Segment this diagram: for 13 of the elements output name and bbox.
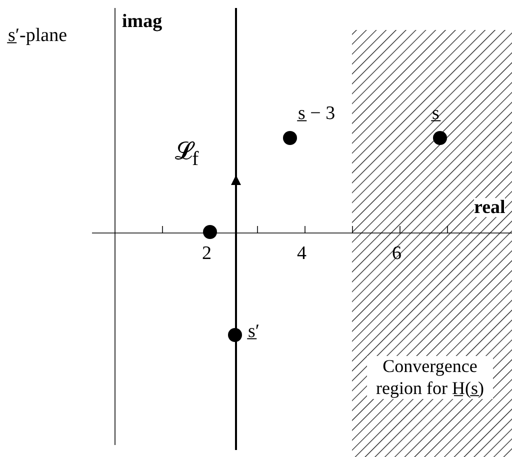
- point-label: s̲ − 3: [298, 104, 336, 123]
- axis-label: real: [474, 198, 506, 217]
- region-label: Convergence region for H̲(s̲): [367, 356, 493, 400]
- point-dot: [283, 131, 297, 145]
- point-dot: [228, 328, 242, 342]
- tick-label: 2: [202, 244, 212, 263]
- plane-label: s̲′-plane: [8, 26, 68, 45]
- point-dot: [203, 225, 217, 239]
- tick-label: 4: [297, 244, 306, 263]
- point-dot: [433, 131, 447, 145]
- contour-label: 𝓛$_{f}$: [175, 140, 199, 169]
- axis-label: imag: [122, 12, 162, 31]
- point-label: s̲′: [248, 322, 260, 341]
